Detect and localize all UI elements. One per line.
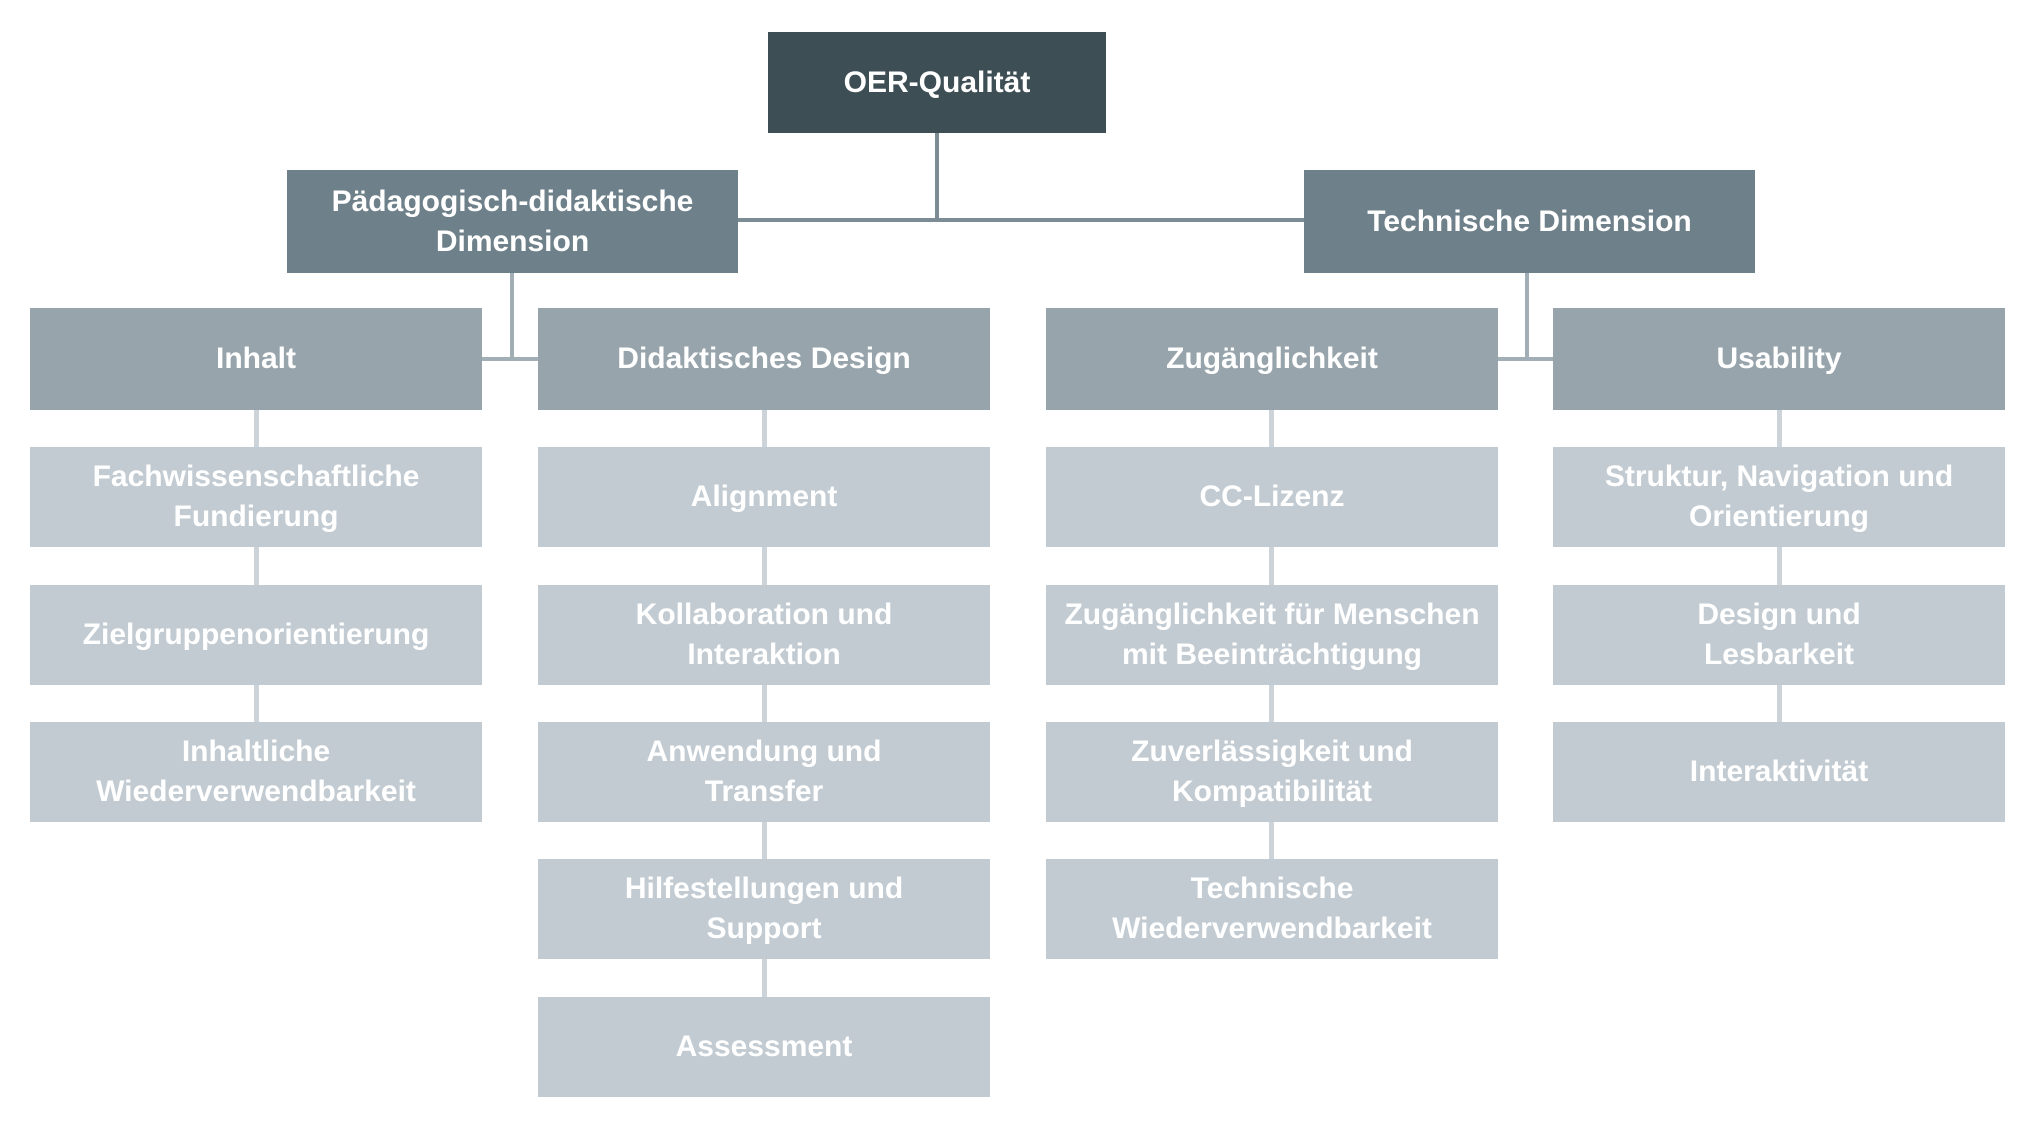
connector-col1-gap3 <box>254 685 259 722</box>
connector-root-vertical <box>935 133 939 220</box>
category-header-zugaenglichkeit: Zugänglichkeit <box>1046 308 1498 410</box>
connector-col3-gap4 <box>1269 822 1274 859</box>
category-header-didaktisches-design: Didaktisches Design <box>538 308 990 410</box>
item-box-struktur-navigation-orientierung: Struktur, Navigation und Orientierung <box>1553 447 2005 547</box>
category-header-usability: Usability <box>1553 308 2005 410</box>
item-box-anwendung-transfer: Anwendung und Transfer <box>538 722 990 822</box>
connector-col3-gap2 <box>1269 547 1274 585</box>
category-header-inhalt: Inhalt <box>30 308 482 410</box>
connector-col1-gap1 <box>254 410 259 447</box>
connector-root-horizontal <box>738 218 1304 222</box>
item-box-assessment: Assessment <box>538 997 990 1097</box>
connector-col2-gap4 <box>762 822 767 859</box>
connector-col4-gap3 <box>1777 685 1782 722</box>
connector-dimension1-horizontal <box>482 357 538 361</box>
dimension-box-paedagogisch-didaktisch: Pädagogisch-didaktische Dimension <box>287 170 738 273</box>
item-box-hilfestellungen-support: Hilfestellungen und Support <box>538 859 990 959</box>
connector-col2-gap1 <box>762 410 767 447</box>
item-box-kollaboration-interaktion: Kollaboration und Interaktion <box>538 585 990 685</box>
connector-col2-gap5 <box>762 959 767 997</box>
item-box-fachwissenschaftliche-fundierung: Fachwissenschaftliche Fundierung <box>30 447 482 547</box>
item-box-zuverlaessigkeit-kompatibilitaet: Zuverlässigkeit und Kompatibilität <box>1046 722 1498 822</box>
item-box-cc-lizenz: CC-Lizenz <box>1046 447 1498 547</box>
connector-col2-gap2 <box>762 547 767 585</box>
connector-dimension1-vertical <box>510 273 514 359</box>
dimension-box-technisch: Technische Dimension <box>1304 170 1755 273</box>
item-box-technische-wiederverwendbarkeit: Technische Wiederverwendbarkeit <box>1046 859 1498 959</box>
item-box-alignment: Alignment <box>538 447 990 547</box>
item-box-design-lesbarkeit: Design und Lesbarkeit <box>1553 585 2005 685</box>
item-box-zugaenglichkeit-beeintraechtigung: Zugänglichkeit für Menschen mit Beeinträ… <box>1046 585 1498 685</box>
connector-col3-gap1 <box>1269 410 1274 447</box>
connector-col1-gap2 <box>254 547 259 585</box>
connector-dimension2-horizontal <box>1498 357 1553 361</box>
connector-dimension2-vertical <box>1525 273 1529 359</box>
item-box-interaktivitaet: Interaktivität <box>1553 722 2005 822</box>
connector-col2-gap3 <box>762 685 767 722</box>
connector-col4-gap2 <box>1777 547 1782 585</box>
item-box-zielgruppenorientierung: Zielgruppenorientierung <box>30 585 482 685</box>
connector-col4-gap1 <box>1777 410 1782 447</box>
root-box-oer-qualitaet: OER-Qualität <box>768 32 1106 133</box>
connector-col3-gap3 <box>1269 685 1274 722</box>
item-box-inhaltliche-wiederverwendbarkeit: Inhaltliche Wiederverwendbarkeit <box>30 722 482 822</box>
